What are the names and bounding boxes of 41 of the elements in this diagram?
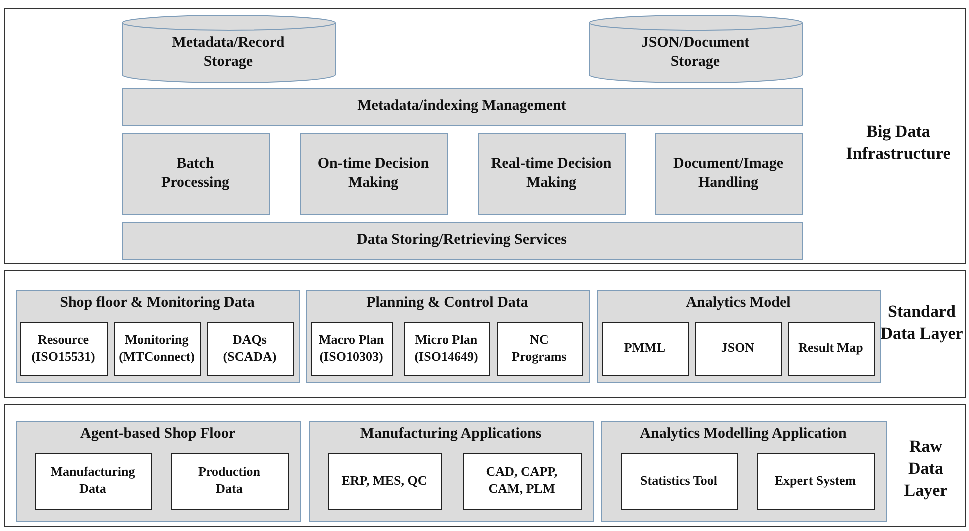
process-box: Batch Processing bbox=[122, 132, 270, 214]
group-panel bbox=[600, 420, 886, 522]
group-title: Shop floor & Monitoring Data bbox=[59, 294, 256, 312]
group-panel bbox=[596, 290, 880, 382]
group-panel bbox=[16, 420, 300, 522]
data-box: Manufacturing Data bbox=[34, 452, 152, 510]
data-box: Macro Plan (ISO10303) bbox=[310, 322, 392, 376]
data-box: CAD, CAPP, CAM, PLM bbox=[462, 452, 582, 510]
data-box: ERP, MES, QC bbox=[328, 452, 442, 510]
process-box: Data Storing/Retrieving Services bbox=[122, 222, 802, 260]
group-title: Analytics Modelling Application bbox=[639, 426, 848, 442]
data-box: JSON bbox=[694, 322, 782, 376]
layer-panel bbox=[4, 8, 966, 264]
group-title: Planning & Control Data bbox=[366, 294, 530, 312]
data-box: Micro Plan (ISO14649) bbox=[404, 322, 490, 376]
data-box: Statistics Tool bbox=[620, 452, 738, 510]
data-box: PMML bbox=[602, 322, 688, 376]
storage-cylinder: Metadata/Record Storage bbox=[122, 14, 336, 82]
group-title: Agent-based Shop Floor bbox=[79, 426, 237, 442]
data-box: Resource (ISO15531) bbox=[20, 322, 108, 376]
group-panel bbox=[308, 420, 594, 522]
group-panel bbox=[16, 290, 300, 382]
layer-title: Big Data Infrastructure bbox=[845, 121, 952, 166]
data-box: Monitoring (MTConnect) bbox=[114, 322, 200, 376]
process-box: Document/Image Handling bbox=[654, 132, 802, 214]
process-box: On-time Decision Making bbox=[300, 132, 448, 214]
data-box: Result Map bbox=[788, 322, 874, 376]
group-title: Analytics Model bbox=[685, 294, 792, 312]
data-box: Production Data bbox=[170, 452, 288, 510]
layer-panel bbox=[4, 270, 966, 398]
layer-panel bbox=[4, 404, 966, 527]
layer-title: Standard Data Layer bbox=[880, 301, 964, 346]
process-box: Metadata/indexing Management bbox=[122, 88, 802, 126]
process-box: Real-time Decision Making bbox=[478, 132, 626, 214]
data-box: Expert System bbox=[756, 452, 874, 510]
data-box: NC Programs bbox=[496, 322, 582, 376]
layer-title: Raw Data Layer bbox=[903, 436, 949, 502]
data-box: DAQs (SCADA) bbox=[206, 322, 294, 376]
group-panel bbox=[306, 290, 590, 382]
storage-cylinder: JSON/Document Storage bbox=[588, 14, 802, 82]
group-title: Manufacturing Applications bbox=[359, 426, 543, 442]
